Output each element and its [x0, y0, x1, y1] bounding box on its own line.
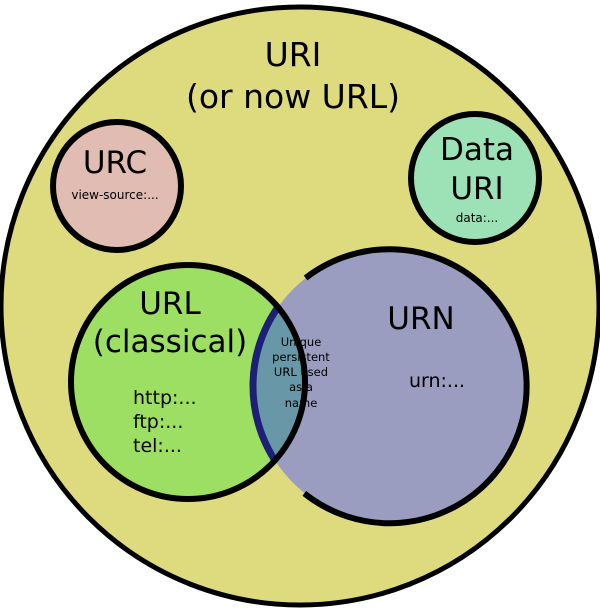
url-classical-subtitle: (classical) — [93, 324, 247, 360]
uri-subtitle: (or now URL) — [186, 77, 400, 116]
urn-title: URN — [387, 301, 454, 337]
data-uri-example: data:... — [456, 211, 499, 225]
intersection-line-3: URL used — [274, 365, 328, 379]
url-classical-title: URL — [139, 286, 201, 322]
intersection-line-1: Unique — [281, 335, 322, 349]
data-uri-title-line2: URI — [450, 171, 503, 207]
url-example-tel: tel:... — [133, 435, 182, 457]
intersection-edge — [249, 262, 308, 502]
uri-title: URI — [265, 35, 322, 74]
data-uri-circle — [408, 111, 542, 245]
intersection-line-4: as a — [289, 380, 313, 394]
urn-example: urn:... — [409, 370, 465, 392]
url-example-ftp: ftp:... — [133, 411, 183, 433]
url-classical-outline — [68, 262, 308, 502]
url-example-http: http:... — [133, 387, 197, 409]
data-uri-title: Data — [440, 132, 514, 168]
intersection-line-5: name — [285, 396, 318, 410]
urn-outline — [302, 246, 530, 527]
urc-title: URC — [83, 145, 147, 181]
urc-example: view-source:... — [71, 188, 158, 202]
urn-circle — [253, 249, 527, 523]
intersection-line-2: persistent — [272, 350, 330, 364]
url-classical-circle — [71, 265, 305, 499]
urc-circle — [50, 119, 184, 253]
